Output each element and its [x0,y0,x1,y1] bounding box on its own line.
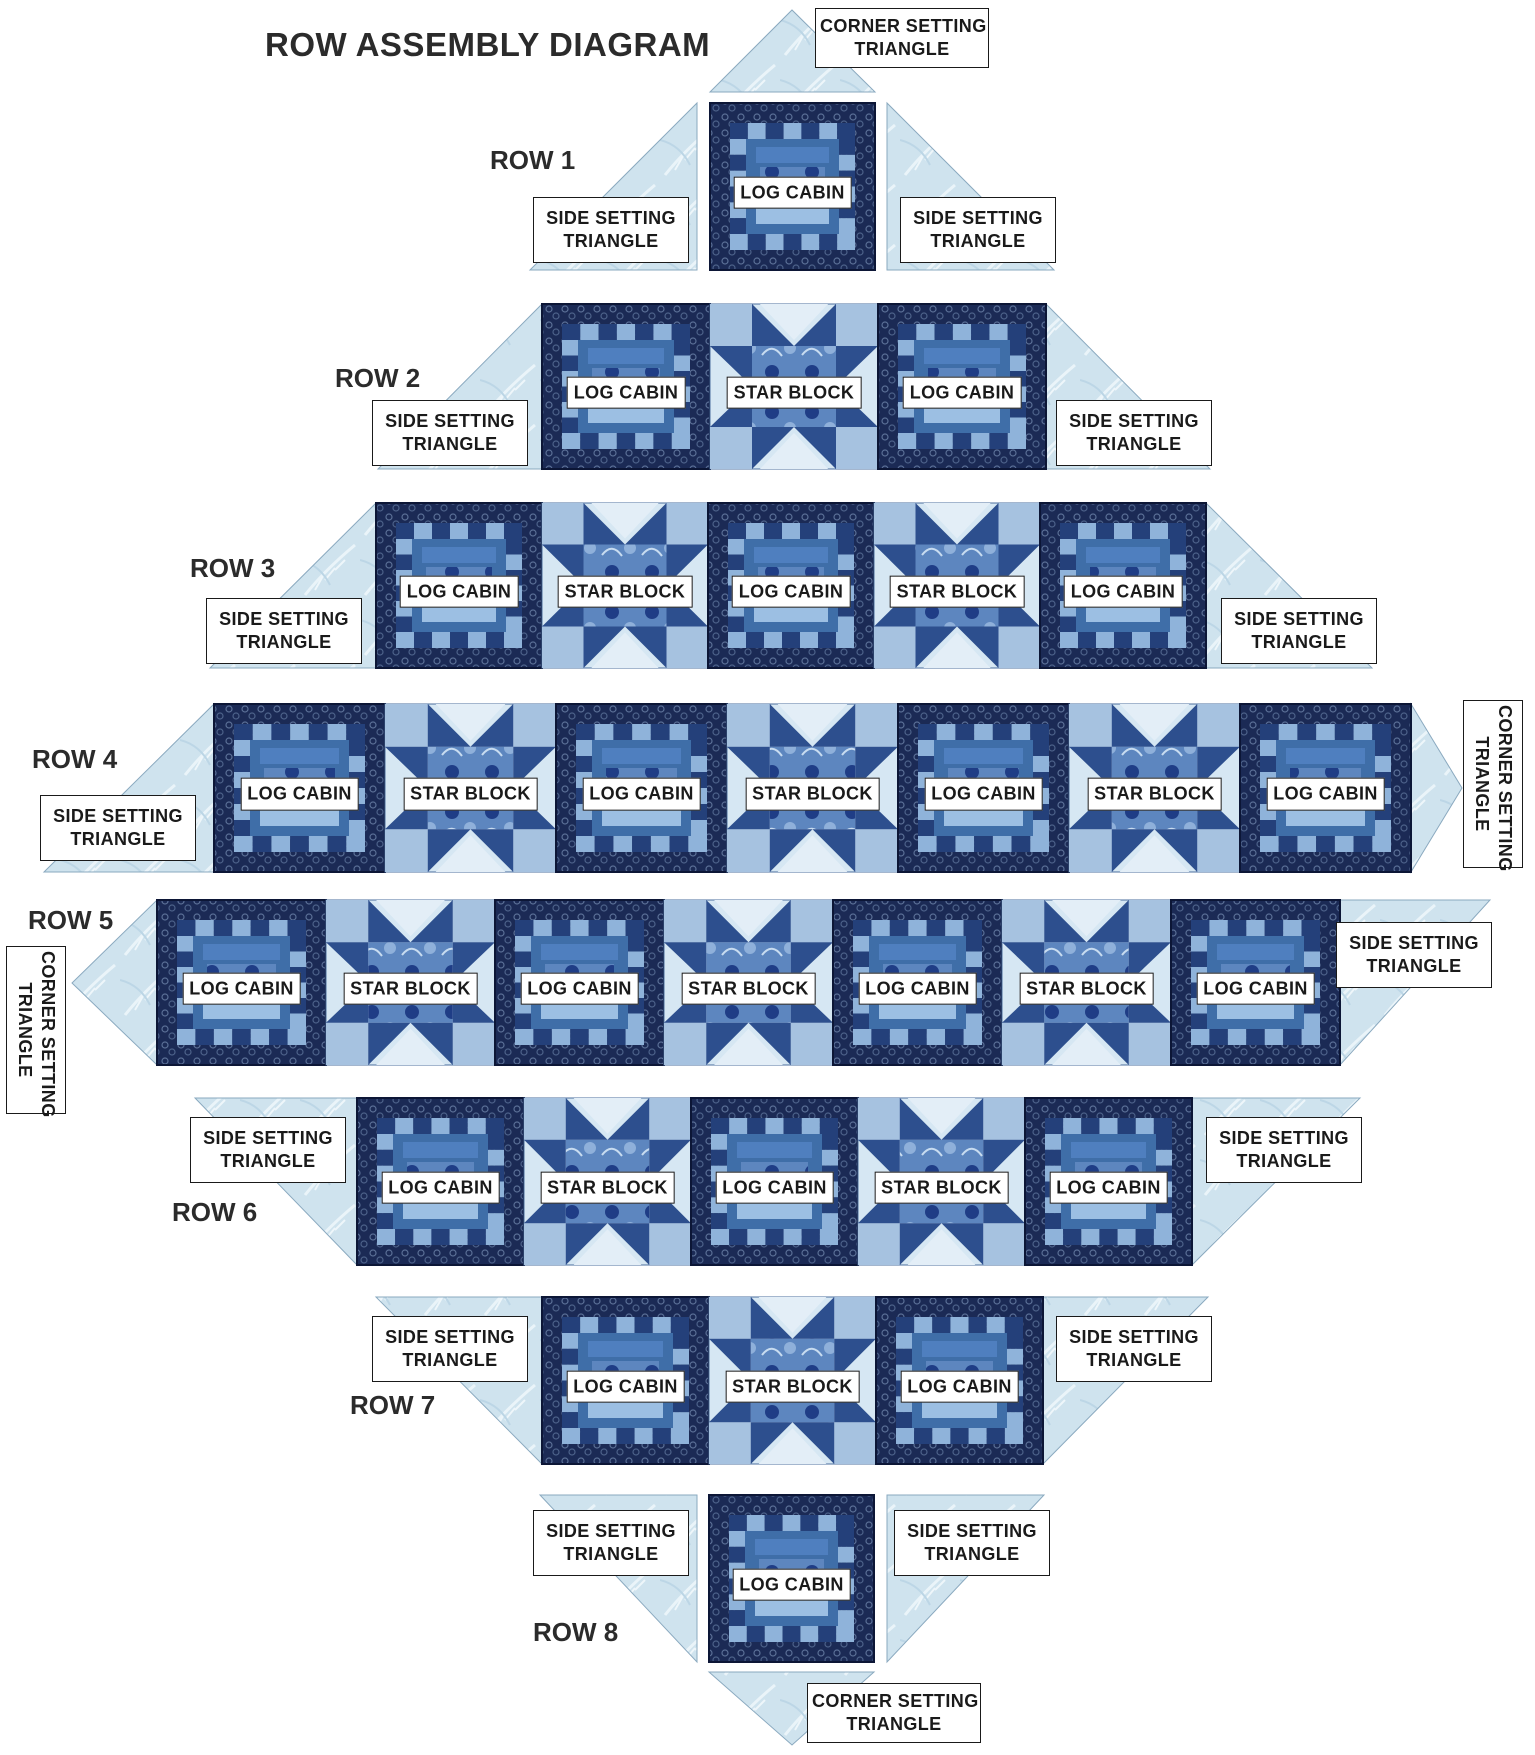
callout-line-2: TRIANGLE [930,231,1026,251]
star-block-label-row4-4: STAR BLOCK [745,777,880,811]
callout-corner-top: CORNER SETTING TRIANGLE [815,8,989,68]
callout-line-2: TRIANGLE [220,1151,316,1171]
star-block-label-row3-2: STAR BLOCK [557,575,693,608]
callout-side-row7-right: SIDE SETTING TRIANGLE [1056,1316,1212,1382]
callout-line-1: CORNER SETTING [812,1690,979,1711]
row-label-4: ROW 4 [32,744,118,774]
callout-line-2: TRIANGLE [1086,1350,1182,1370]
log-cabin-label-row6-5: LOG CABIN [1049,1171,1168,1204]
callout-side-row8-left: SIDE SETTING TRIANGLE [533,1510,689,1576]
star-block-label-row2-2: STAR BLOCK [726,376,862,409]
callout-line-2: TRIANGLE [1366,956,1462,976]
callout-side-row2-right: SIDE SETTING TRIANGLE [1056,400,1212,466]
callout-line-2: TRIANGLE [1472,736,1492,832]
callout-line-2: TRIANGLE [402,434,498,454]
star-block-label-row6-4: STAR BLOCK [874,1171,1009,1204]
callout-side-row3-right: SIDE SETTING TRIANGLE [1221,598,1377,664]
callout-line-1: SIDE SETTING [1234,608,1364,629]
callout-side-row6-left: SIDE SETTING TRIANGLE [190,1117,346,1183]
star-block-label-row5-2: STAR BLOCK [343,972,478,1005]
star-block-label-row6-2: STAR BLOCK [540,1171,675,1204]
star-block-label-row4-6: STAR BLOCK [1087,777,1222,811]
callout-line-1: SIDE SETTING [1349,932,1479,953]
callout-line-2: TRIANGLE [563,1544,659,1564]
corner-setting-triangle-row4-right [1410,702,1463,874]
callout-line-1: SIDE SETTING [907,1520,1037,1541]
callout-side-row5-right: SIDE SETTING TRIANGLE [1336,922,1492,988]
callout-side-row3-left: SIDE SETTING TRIANGLE [206,598,362,664]
callout-line-1: SIDE SETTING [385,410,515,431]
log-cabin-label-row3-1: LOG CABIN [399,575,519,608]
callout-line-2: TRIANGLE [1236,1151,1332,1171]
callout-line-1: SIDE SETTING [546,207,676,228]
log-cabin-label-row7-3: LOG CABIN [900,1370,1019,1403]
callout-line-1: SIDE SETTING [913,207,1043,228]
log-cabin-label-row4-3: LOG CABIN [582,777,701,811]
callout-line-1: SIDE SETTING [385,1326,515,1347]
callout-line-1: SIDE SETTING [53,805,183,826]
callout-line-1: CORNER SETTING [1495,705,1516,872]
log-cabin-label-row8-1: LOG CABIN [732,1568,851,1601]
callout-side-row8-right: SIDE SETTING TRIANGLE [894,1510,1050,1576]
row-label-2: ROW 2 [335,363,421,393]
callout-side-row1-right: SIDE SETTING TRIANGLE [900,197,1056,263]
log-cabin-label-row1-1: LOG CABIN [733,176,852,209]
callout-side-row4-left: SIDE SETTING TRIANGLE [40,795,196,861]
log-cabin-label-row6-1: LOG CABIN [381,1171,500,1204]
row-label-3: ROW 3 [190,553,276,583]
callout-line-1: SIDE SETTING [546,1520,676,1541]
log-cabin-label-row2-3: LOG CABIN [902,376,1022,409]
log-cabin-label-row4-7: LOG CABIN [1266,777,1385,811]
row-label-5: ROW 5 [28,905,114,935]
log-cabin-label-row5-1: LOG CABIN [182,972,301,1005]
callout-corner-bottom: CORNER SETTING TRIANGLE [807,1683,981,1743]
callout-line-2: TRIANGLE [1251,632,1347,652]
row-label-6: ROW 6 [172,1197,258,1227]
callout-line-1: SIDE SETTING [1219,1127,1349,1148]
callout-line-2: TRIANGLE [1086,434,1182,454]
star-block-label-row7-2: STAR BLOCK [725,1370,860,1403]
callout-line-2: TRIANGLE [70,829,166,849]
callout-side-row6-right: SIDE SETTING TRIANGLE [1206,1117,1362,1183]
callout-line-1: SIDE SETTING [219,608,349,629]
log-cabin-label-row7-1: LOG CABIN [566,1370,685,1403]
row-label-8: ROW 8 [533,1617,619,1647]
log-cabin-label-row3-3: LOG CABIN [731,575,851,608]
callout-line-1: SIDE SETTING [203,1127,333,1148]
callout-line-1: CORNER SETTING [38,951,59,1118]
callout-line-2: TRIANGLE [846,1714,942,1734]
callout-line-1: CORNER SETTING [820,15,987,36]
log-cabin-label-row6-3: LOG CABIN [715,1171,834,1204]
star-block-label-row4-2: STAR BLOCK [403,777,538,811]
callout-side-row2-left: SIDE SETTING TRIANGLE [372,400,528,466]
row-label-1: ROW 1 [490,145,576,175]
callout-line-2: TRIANGLE [402,1350,498,1370]
star-block-label-row3-4: STAR BLOCK [889,575,1025,608]
callout-line-2: TRIANGLE [563,231,659,251]
callout-side-row1-left: SIDE SETTING TRIANGLE [533,197,689,263]
callout-line-2: TRIANGLE [924,1544,1020,1564]
log-cabin-label-row2-1: LOG CABIN [566,376,686,409]
log-cabin-label-row5-7: LOG CABIN [1196,972,1315,1005]
log-cabin-label-row4-5: LOG CABIN [924,777,1043,811]
callout-line-1: SIDE SETTING [1069,1326,1199,1347]
callout-line-2: TRIANGLE [15,982,35,1078]
row-label-7: ROW 7 [350,1390,436,1420]
callout-line-1: SIDE SETTING [1069,410,1199,431]
callout-line-2: TRIANGLE [854,39,950,59]
star-block-label-row5-6: STAR BLOCK [1019,972,1154,1005]
diagram-title: ROW ASSEMBLY DIAGRAM [265,26,711,63]
log-cabin-label-row5-3: LOG CABIN [520,972,639,1005]
callout-side-row7-left: SIDE SETTING TRIANGLE [372,1316,528,1382]
callout-line-2: TRIANGLE [236,632,332,652]
log-cabin-label-row4-1: LOG CABIN [240,777,359,811]
log-cabin-label-row5-5: LOG CABIN [858,972,977,1005]
star-block-label-row5-4: STAR BLOCK [681,972,816,1005]
log-cabin-label-row3-5: LOG CABIN [1063,575,1183,608]
